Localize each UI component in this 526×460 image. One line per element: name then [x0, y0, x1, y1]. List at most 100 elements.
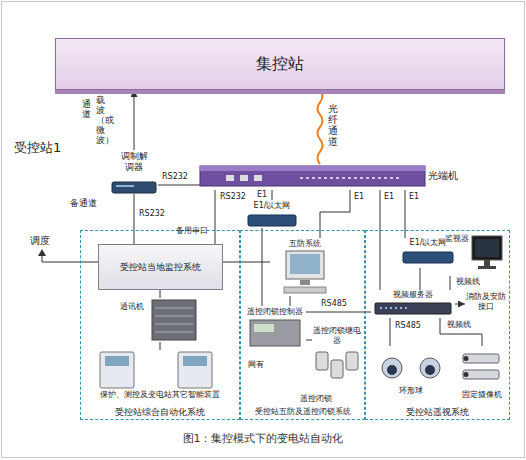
annotation-label: 网有 — [248, 360, 264, 370]
subsystem-group: 受控站五防及遥控闭锁系统五防系统遥控闭锁控制器遥控闭锁继电器 — [240, 230, 365, 420]
node-text: 光端机 — [428, 170, 462, 182]
connector-label: RS485 — [320, 300, 348, 309]
video-server — [375, 303, 451, 314]
node-text: 五防系统 — [270, 239, 340, 249]
device-node: 通讯机 — [120, 298, 200, 342]
annotation-label: 载波（或微波） — [96, 96, 105, 145]
fixed-camera — [463, 370, 499, 379]
converter-device — [403, 252, 453, 263]
rack-slots — [155, 308, 193, 332]
node-text: 通讯机 — [120, 302, 150, 312]
protection-device — [100, 352, 134, 388]
system-box: 受控站当地监控系统 — [98, 244, 223, 290]
connector-label: 光纤通道 — [328, 102, 338, 148]
device-node: 环形球 — [373, 346, 449, 398]
device-node: 监视器 — [445, 232, 505, 276]
connector-label: 视频线 — [455, 278, 481, 287]
device-node: E1/以太网 — [240, 200, 304, 228]
node-text: 遥控闭锁继电器 — [312, 326, 362, 345]
keyboard — [284, 287, 326, 293]
optical-terminal-top — [200, 166, 425, 171]
connector — [380, 190, 381, 290]
connector — [290, 296, 291, 306]
fiber-channel — [318, 90, 323, 164]
modem-device — [112, 182, 156, 193]
node-text: 调制解调器 — [120, 151, 148, 173]
dispatch-arrowhead — [38, 249, 46, 256]
port-row — [300, 177, 400, 179]
server-lights — [380, 307, 410, 309]
node-text: 保护、测控及变电站其它智能装置 — [88, 390, 232, 400]
annotation-label: 通道 — [82, 100, 91, 120]
node-text: E1/以太网 — [240, 201, 304, 211]
device-node: 五防系统 — [270, 238, 340, 296]
connector-label: E1 — [383, 193, 395, 202]
control-center-box: 集控站 — [55, 38, 505, 90]
node-text: 遥控闭锁控制器 — [244, 307, 306, 317]
connector — [306, 340, 312, 341]
controller-device — [250, 320, 300, 346]
connector — [262, 228, 263, 306]
connector — [134, 194, 135, 244]
annotation-label: 备用串口 — [176, 226, 208, 236]
node-text: 环形球 — [373, 386, 449, 396]
node-text: 消防及安防接口 — [465, 292, 507, 311]
connector — [390, 318, 391, 346]
annotation-label: 调度 — [30, 235, 50, 247]
connector-label: 视频线 — [446, 321, 472, 330]
connector — [134, 90, 135, 150]
monitor-screen — [475, 239, 499, 257]
connector-label: RS232 — [138, 210, 166, 219]
connector — [450, 276, 451, 290]
computer-monitor — [286, 251, 324, 279]
connector-label: E1 — [353, 193, 365, 202]
protection-device — [178, 352, 212, 388]
dome-camera — [420, 358, 440, 378]
dome-lens — [387, 365, 397, 375]
connector — [306, 312, 371, 313]
converter-device — [248, 215, 296, 226]
connector — [160, 290, 161, 298]
dispatch-line — [42, 255, 98, 262]
computer-stand — [300, 280, 310, 285]
connector-label: RS232 — [161, 173, 189, 182]
device-screen — [105, 356, 129, 366]
dome-camera — [382, 358, 402, 378]
connector-label: E1 — [256, 191, 268, 200]
monitor-icon — [472, 236, 502, 260]
device-node: 消防及安防接口 — [465, 290, 507, 320]
connector-label: RS485 — [394, 322, 422, 331]
rack-device — [152, 300, 196, 340]
connector — [223, 262, 270, 263]
node-text: 受控站综合自动化系统 — [81, 407, 239, 418]
connector-label: RS232 — [219, 193, 247, 202]
subsystem-group: 受控站遥视系统E1/以太网监视器视频服务器消防及安防接口环形球固定摄像机 — [365, 230, 510, 420]
node-text: 受控站遥视系统 — [366, 407, 509, 418]
connector — [455, 304, 465, 305]
connector — [420, 268, 421, 290]
fixed-camera — [463, 354, 499, 363]
device-node: 固定摄像机 — [457, 346, 507, 402]
port — [240, 175, 248, 181]
connector-label: E1 — [408, 193, 420, 202]
dome-lens — [425, 365, 435, 375]
node-text: 监视器 — [445, 234, 472, 244]
port — [254, 175, 262, 181]
device-node: 调制解调器 — [110, 150, 158, 194]
relay — [316, 352, 328, 370]
node-text: 受控站当地监控系统 — [99, 245, 222, 289]
node-text: 视频服务器 — [371, 290, 455, 300]
subsystem-group: 受控站综合自动化系统 受控站当地监控系统通讯机保护、测控及变电站其它智能装置 — [80, 230, 240, 420]
camera-lens — [464, 372, 469, 377]
relay — [346, 352, 358, 370]
computer-screen — [290, 254, 320, 274]
camera-lens — [464, 356, 469, 361]
node-text: 固定摄像机 — [457, 390, 507, 400]
connector — [215, 190, 216, 244]
connector — [158, 185, 200, 186]
device-node: 遥控闭锁控制器 — [244, 306, 306, 354]
annotation-label: 备通道 — [70, 198, 97, 209]
annotation-label: 遥控闭锁 — [300, 394, 332, 404]
